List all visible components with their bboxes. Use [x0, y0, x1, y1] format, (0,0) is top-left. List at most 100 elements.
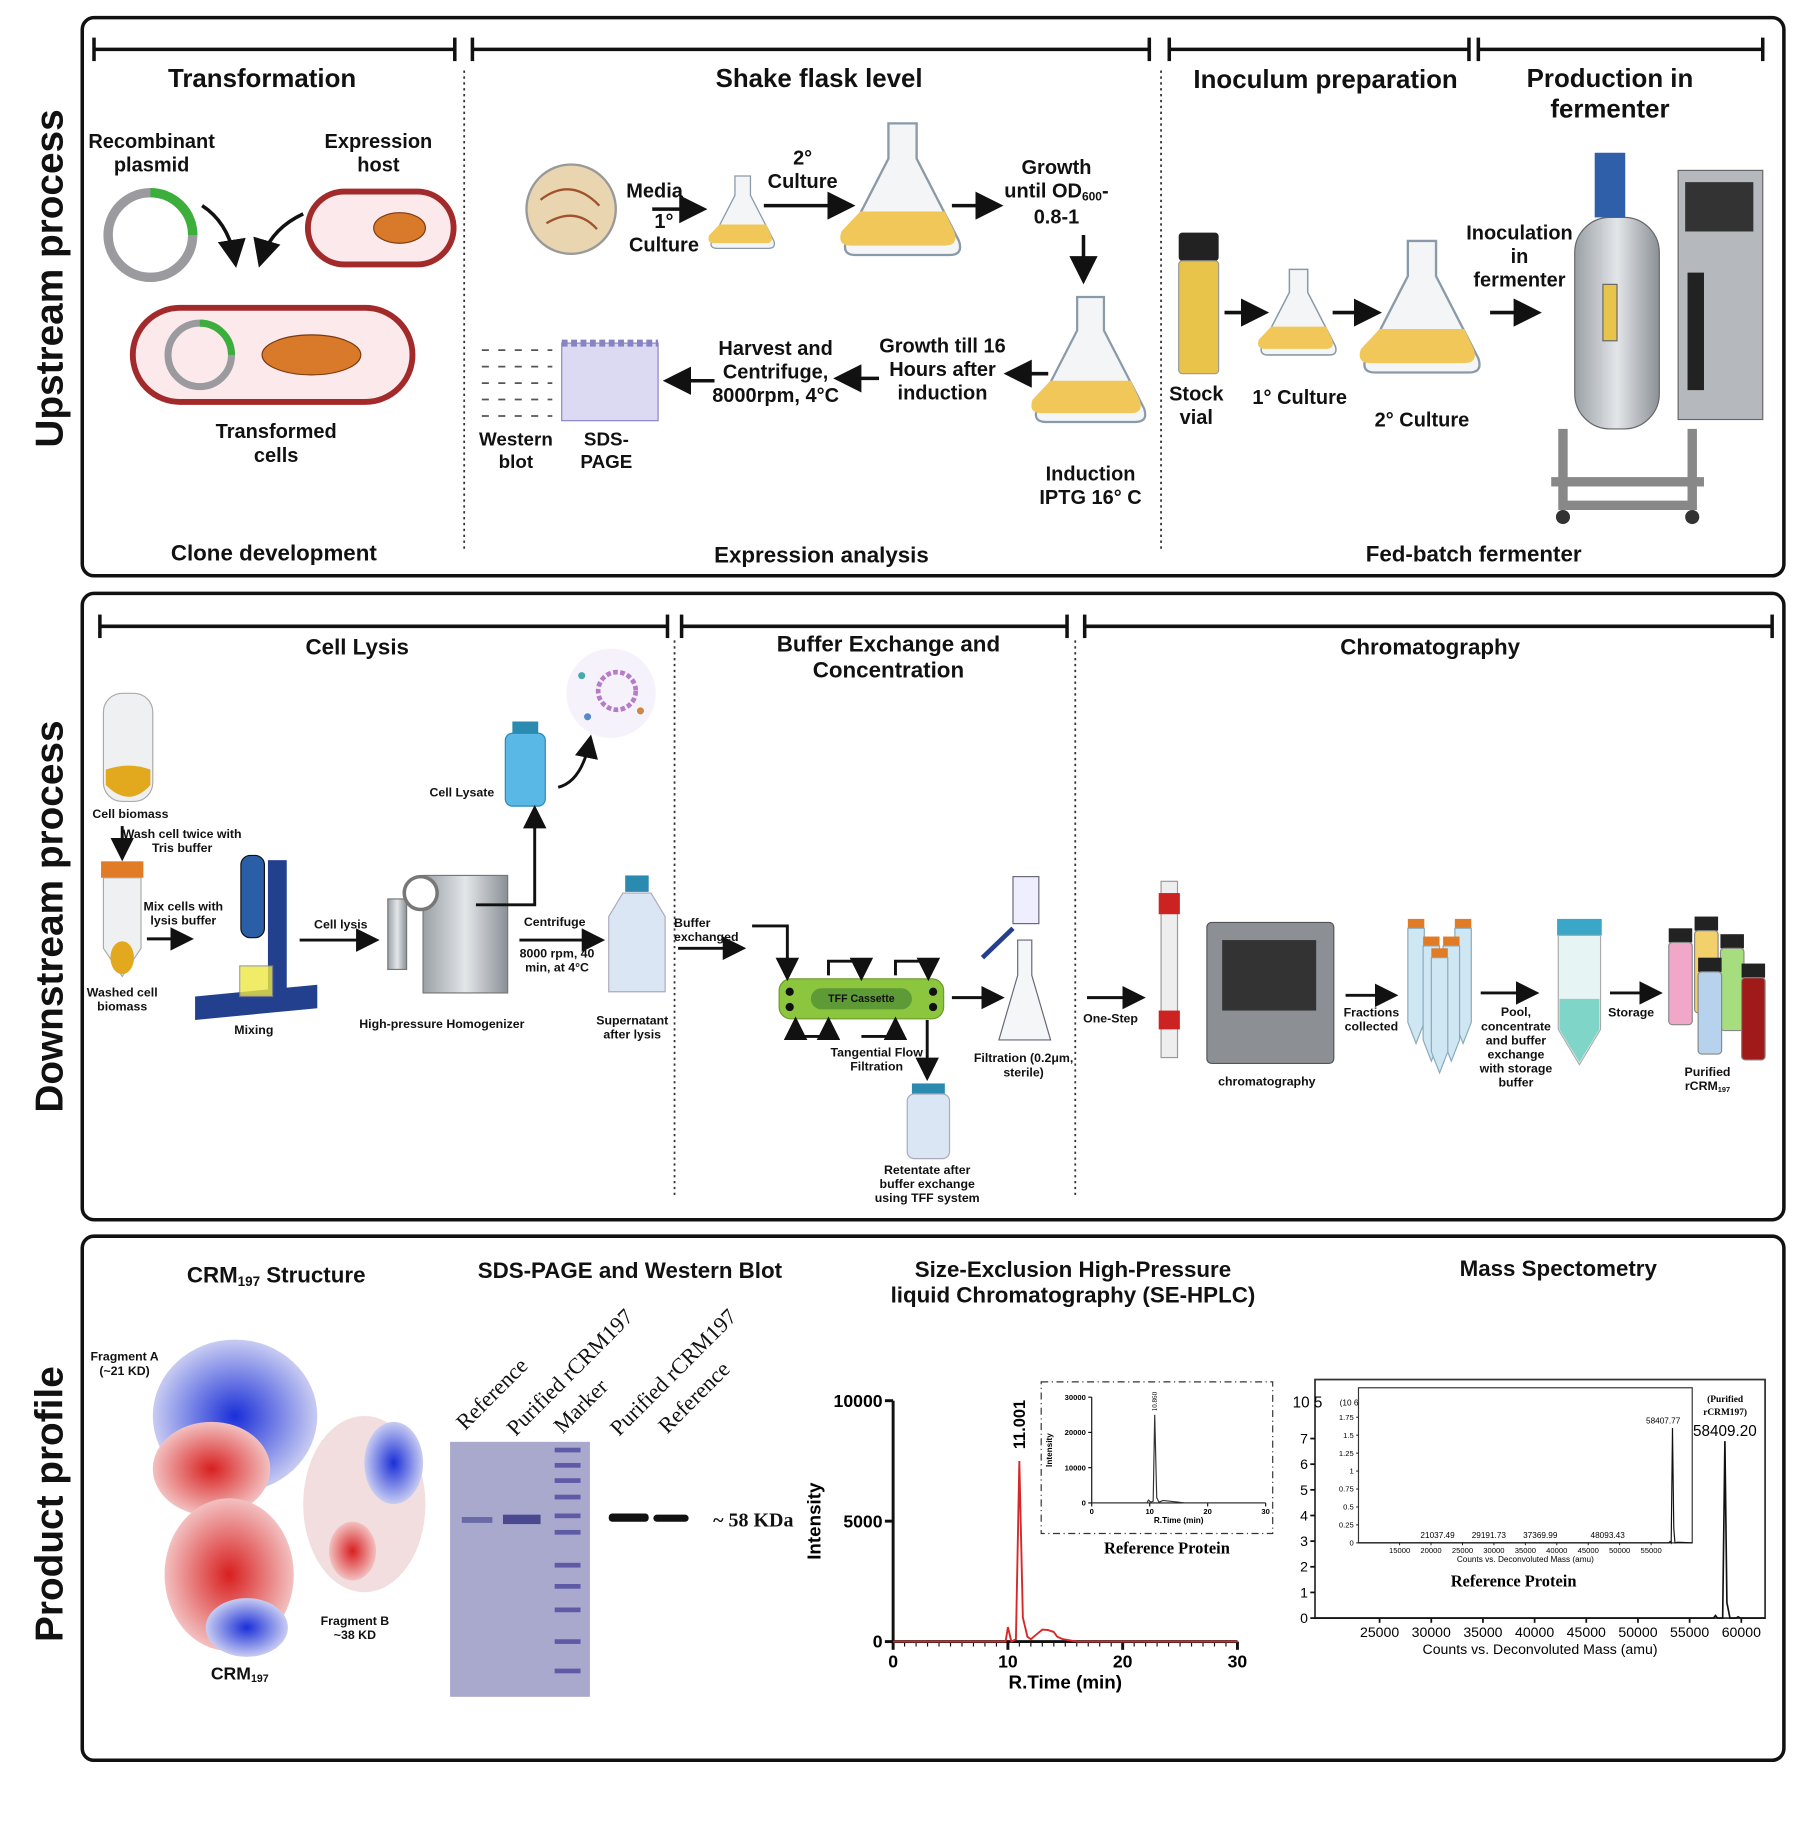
annotation: rCRM197): [1703, 1407, 1747, 1418]
label-tff-cassette: TFF Cassette: [828, 992, 895, 1005]
crm-label-text: CRM: [210, 1663, 251, 1684]
vial-cap: [1741, 963, 1766, 978]
series-line: [893, 1460, 1238, 1643]
y-tick-label: 30000: [1065, 1393, 1086, 1402]
y-axis-label: Intensity: [803, 1482, 824, 1560]
section-label-downstream: Downstream process: [27, 720, 71, 1113]
marker-band: [554, 1494, 581, 1500]
y-tick-label: 1: [1300, 1584, 1308, 1600]
label-pool: Pool, concentrate and buffer exchange wi…: [1479, 1005, 1553, 1091]
y-axis-label: Intensity: [1045, 1433, 1054, 1467]
x-axis-label: Counts vs. Deconvoluted Mass (amu): [1457, 1555, 1594, 1564]
y-tick-label: 3: [1300, 1533, 1308, 1549]
section-dividers: [463, 70, 1162, 1199]
label-centrifuge-params: 8000 rpm, 40 min, at 4°C: [519, 947, 595, 976]
growth-od-text: Growth until OD: [1004, 156, 1092, 203]
y-tick-label: 0.5: [1343, 1503, 1354, 1512]
marker-band: [554, 1584, 581, 1589]
downstream-arrows: [110, 734, 1663, 1082]
petri-dish-icon: [525, 163, 617, 255]
header-inoculum: Inoculum preparation: [1193, 64, 1458, 95]
header-buffer-exchange: Buffer Exchange and Concentration: [776, 632, 1001, 684]
marker-band: [554, 1639, 581, 1644]
y-tick-label: 0: [873, 1632, 883, 1652]
label-mix: Mix cells with lysis buffer: [143, 900, 224, 929]
x-tick-label: 45000: [1567, 1624, 1606, 1640]
label-homogenizer: High-pressure Homogenizer: [359, 1017, 525, 1032]
western-blot-image: [601, 1492, 699, 1540]
marker-band: [554, 1447, 581, 1453]
section-label-product: Product profile: [27, 1366, 71, 1642]
plot-frame: [1357, 1387, 1693, 1544]
product-panel: [80, 1234, 1786, 1763]
label-fragment-b: Fragment B ~38 KD: [320, 1614, 390, 1643]
vial-cap: [1698, 957, 1722, 972]
x-axis-label: R.Time (min): [1009, 1672, 1123, 1693]
y-tick-label: 20000: [1065, 1428, 1086, 1437]
homogenizer-icon: [387, 874, 509, 994]
chart-title: Reference Protein: [1104, 1538, 1230, 1557]
vial-body: [1740, 977, 1766, 1061]
y-tick-label: 7: [1300, 1430, 1308, 1446]
label-supernatant: Supernatant after lysis: [596, 1014, 669, 1043]
x-tick-label: 30: [1261, 1507, 1269, 1516]
label-transformed-cells: Transformed cells: [215, 420, 337, 467]
washed-biomass-tube-icon: [101, 861, 144, 978]
structure-title-text: CRM: [186, 1263, 238, 1289]
header-shake-flask: Shake flask level: [715, 63, 923, 93]
y-tick-label: 0: [1350, 1539, 1354, 1548]
vial-body: [1697, 971, 1723, 1055]
tube-cap: [1443, 936, 1460, 946]
label-expression-host: Expression host: [324, 130, 433, 177]
structure-title-rest: Structure: [260, 1263, 366, 1289]
flask-icon: [1031, 295, 1147, 424]
y-tick-label: 10000: [1065, 1463, 1086, 1472]
x-tick-label: 40000: [1515, 1624, 1554, 1640]
flask-culture: [1258, 326, 1333, 349]
marker-band: [554, 1513, 581, 1519]
label-retentate: Retentate after buffer exchange using TF…: [874, 1163, 980, 1206]
label-storage: Storage: [1608, 1005, 1655, 1020]
label-tff: Tangential Flow Filtration: [830, 1045, 923, 1075]
storage-vials-icon: [1668, 916, 1766, 1061]
label-inoculation: Inoculation in fermenter: [1466, 222, 1573, 292]
x-tick-label: 15000: [1389, 1546, 1410, 1555]
tube-cap: [1454, 918, 1472, 929]
label-1-culture: 1° Culture: [629, 210, 699, 257]
x-tick-label: 30000: [1483, 1546, 1504, 1555]
label-purified: Purified rCRM197: [1662, 1065, 1752, 1094]
label-2-culture: 2° Culture: [767, 146, 838, 193]
series-line: [1091, 1414, 1266, 1504]
flask-culture: [1359, 329, 1475, 364]
tube-cap: [1423, 936, 1440, 946]
chromatography-system-icon: [1158, 880, 1335, 1065]
label-harvest: Harvest and Centrifuge, 8000rpm, 4°C: [712, 337, 840, 407]
growth-od-value: - 0.8-1: [1033, 180, 1109, 228]
y-tick-label: 4: [1300, 1507, 1308, 1523]
flask-culture: [708, 224, 772, 244]
upstream-arrows: [201, 191, 1542, 395]
x-tick-label: 60000: [1722, 1624, 1761, 1640]
purified-text: Purified rCRM: [1684, 1065, 1731, 1094]
crm197-structure-icon: [152, 1339, 426, 1657]
tube-cap: [1407, 918, 1425, 929]
y-tick-label: 0: [1300, 1610, 1308, 1626]
peak-label: 58407.77: [1646, 1416, 1681, 1425]
sds-page-gel-icon: [561, 339, 659, 422]
label-recombinant-plasmid: Recombinant plasmid: [88, 130, 215, 177]
marker-band: [554, 1607, 581, 1613]
y-tick-label: 1.5: [1343, 1431, 1354, 1440]
title-crm197-structure: CRM197 Structure: [187, 1264, 366, 1291]
upstream-panel: [80, 15, 1786, 578]
peak-label: 48093.43: [1591, 1531, 1626, 1540]
label-inoc-2-culture: 2° Culture: [1374, 408, 1470, 432]
label-fractions: Fractions collected: [1343, 1005, 1400, 1035]
vial-cap: [1720, 934, 1744, 949]
y-tick-label: 6: [1300, 1456, 1308, 1472]
flask-culture: [840, 211, 956, 246]
label-washed-biomass: Washed cell biomass: [86, 985, 158, 1015]
lysate-particles-icon: [566, 648, 656, 738]
y-tick-label: 5000: [843, 1511, 882, 1531]
label-stock-vial: Stock vial: [1169, 383, 1224, 429]
